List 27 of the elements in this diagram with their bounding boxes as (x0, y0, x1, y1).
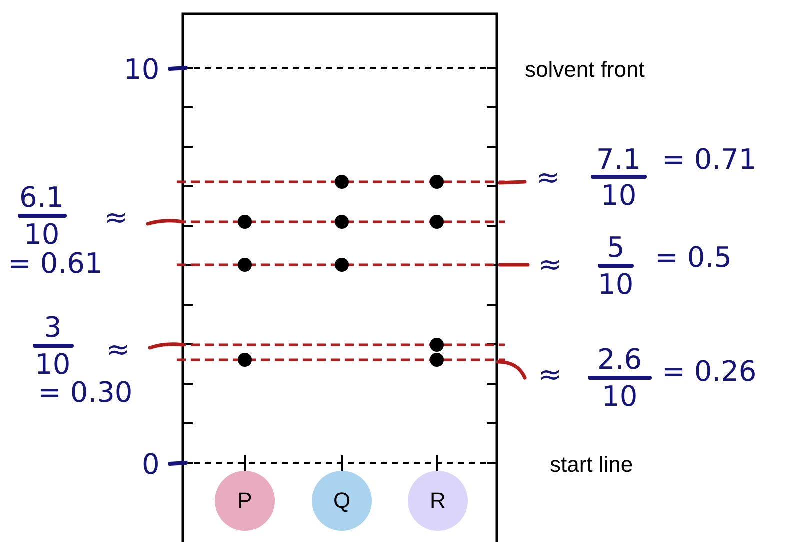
numerator: 5 (607, 234, 625, 262)
result-value: = 0.30 (38, 379, 133, 407)
denominator: 10 (601, 182, 637, 210)
denominator: 10 (602, 383, 638, 411)
sample-circle: R (408, 471, 468, 531)
numerator: 7.1 (596, 146, 642, 174)
result-value: = 0.71 (662, 146, 757, 174)
result-value: = 0.26 (662, 358, 757, 386)
approx-sign: ≈ (104, 204, 128, 232)
denominator: 10 (598, 271, 634, 299)
sample-circle: P (215, 471, 275, 531)
approx-sign: ≈ (536, 164, 560, 192)
approx-sign: ≈ (538, 251, 562, 279)
numerator: 2.6 (598, 346, 642, 374)
denominator: 10 (35, 351, 71, 379)
numerator: 3 (44, 314, 62, 342)
plate-label: start line (550, 454, 634, 476)
plate-label: solvent front (525, 59, 645, 81)
approx-sign: ≈ (106, 336, 130, 364)
scale-value: 0 (142, 451, 160, 479)
result-value: = 0.61 (8, 250, 103, 278)
result-value: = 0.5 (655, 244, 732, 272)
approx-sign: ≈ (538, 361, 562, 389)
denominator: 10 (24, 221, 60, 249)
sample-circle: Q (312, 471, 372, 531)
scale-value: 10 (124, 56, 160, 84)
numerator: 6.1 (20, 184, 64, 212)
